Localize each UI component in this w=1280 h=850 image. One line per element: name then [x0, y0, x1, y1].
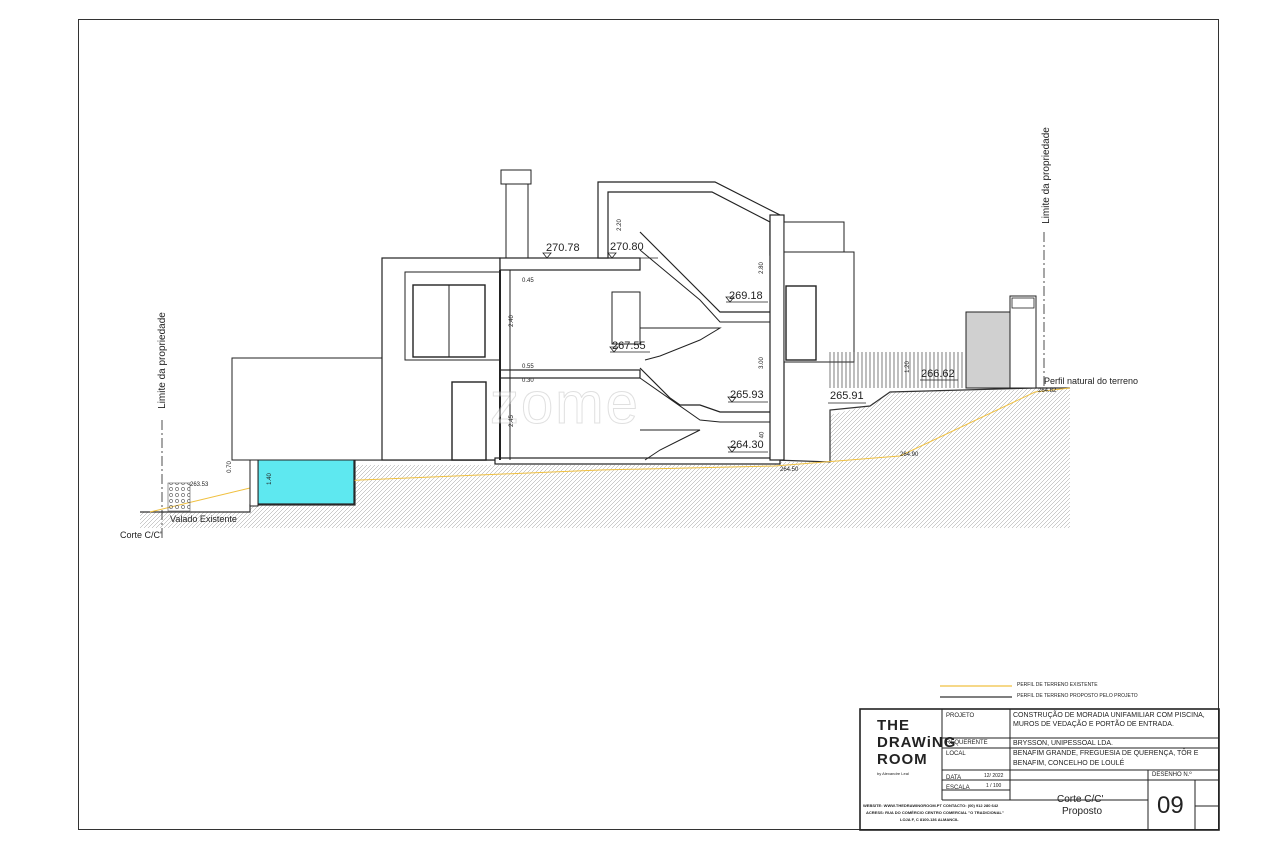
- logo-line1: THE: [877, 717, 910, 734]
- projeto-value-2: MUROS DE VEDAÇÃO E PORTÃO DE ENTRADA.: [1013, 721, 1174, 728]
- legend-existente: PERFIL DE TERRENO EXISTENTE: [1017, 682, 1098, 688]
- corte-label: Corte C/C': [120, 530, 162, 540]
- logo-line3: ROOM: [877, 751, 928, 768]
- contact-line2: ACRESS: RUA DO COMÉRCIO CENTRO COMERCIAL…: [866, 810, 1004, 815]
- level-26490: 264.90: [900, 452, 919, 458]
- dim-030: 0.30: [522, 378, 534, 384]
- property-limit-right-label: Limite da propriedade: [1040, 127, 1052, 224]
- pool-side-wall: [249, 455, 259, 507]
- dim-220: 2.20: [616, 219, 623, 231]
- dim-300: 3.00: [758, 357, 765, 369]
- data-label: DATA: [946, 775, 962, 781]
- stair-flight-middle: [640, 327, 722, 361]
- level-markers: [542, 252, 958, 453]
- level-26482: 264.82: [1038, 388, 1057, 394]
- drawing-frame: [78, 19, 1219, 830]
- local-value-1: BENAFIM GRANDE, FREGUESIA DE QUERENÇA, T…: [1013, 750, 1199, 757]
- escala-value: 1 / 100: [986, 783, 1002, 789]
- level-26450: 264.50: [780, 467, 799, 473]
- chimney: [505, 183, 529, 259]
- local-value-2: BENAFIM, CONCELHO DE LOULÉ: [1013, 760, 1125, 767]
- dim-040: 40: [759, 431, 766, 439]
- level-26918: 269.18: [729, 290, 763, 302]
- projeto-label: PROJETO: [946, 713, 975, 719]
- dim-140: 1.40: [266, 473, 273, 485]
- contact-line3: LOJA F, C 8100-136 ALMANCIL: [900, 817, 959, 822]
- dim-240: 2.40: [508, 315, 515, 327]
- dim-045: 0.45: [522, 278, 534, 284]
- level-27080: 270.80: [610, 241, 644, 253]
- ground-door: [451, 381, 487, 461]
- east-window: [785, 285, 817, 361]
- dim-245: 2.45: [508, 415, 515, 427]
- local-label: LOCAL: [946, 751, 966, 757]
- legend: [940, 685, 1012, 698]
- logo-sub: by Alexandre Leal: [877, 771, 909, 776]
- projeto-value-1: CONSTRUÇÃO DE MORADIA UNIFAMILIAR COM PI…: [1013, 712, 1205, 719]
- dim-120: 1.20: [904, 361, 911, 373]
- level-26353: 263.53: [190, 482, 209, 488]
- watermark: zome: [490, 371, 640, 437]
- logo-line2: DRAWiNG: [877, 734, 957, 751]
- ground-hatch: [140, 388, 1070, 528]
- level-26755: 267.55: [612, 340, 646, 352]
- property-limit-left-label: Limite da propriedade: [156, 312, 168, 409]
- level-26593: 265.93: [730, 389, 764, 401]
- east-terrace: [783, 221, 845, 253]
- perfil-natural-label: Perfil natural do terreno: [1044, 376, 1139, 386]
- level-26662: 266.62: [921, 368, 955, 380]
- gate-wall: [965, 311, 1011, 389]
- dim-280: 2.80: [758, 262, 765, 274]
- level-27078: 270.78: [546, 242, 580, 254]
- gate-pillar: [1009, 295, 1037, 389]
- level-26430: 264.30: [730, 439, 764, 451]
- stair-tower-wall: [769, 214, 785, 461]
- stair-flight-lower: [640, 429, 701, 461]
- title-block-grid: [859, 708, 1220, 831]
- drawing-title-1: Corte C/C': [1057, 794, 1104, 805]
- requerente-value: BRYSSON, UNIPESSOAL LDA.: [1013, 740, 1113, 747]
- contact-line1: WEBSITE: WWW.THEDRAWINGROOM.PT CONTACTO:…: [863, 803, 999, 808]
- requerente-label: REQUERENTE: [946, 740, 988, 746]
- stair-flight-upper: [639, 231, 770, 313]
- escala-label: ESCALA: [946, 785, 970, 791]
- drawing-number: 09: [1157, 792, 1184, 819]
- fence-slats: [829, 352, 963, 388]
- level-26591: 265.91: [830, 390, 864, 402]
- dim-070: 0.70: [226, 461, 233, 473]
- drawing-title-2: Proposto: [1062, 806, 1103, 817]
- desenho-label: DESENHO N.º: [1152, 772, 1192, 778]
- ground-floor-annex: [231, 357, 383, 461]
- legend-proposto: PERFIL DE TERRENO PROPOSTO PELO PROJETO: [1017, 693, 1138, 699]
- ground-slab: [494, 457, 781, 465]
- dim-055: 0.55: [522, 364, 534, 370]
- roof-slab: [499, 257, 641, 271]
- valado-wall: [167, 482, 191, 512]
- data-value: 12/ 2022: [984, 773, 1004, 779]
- chimney-cap: [500, 169, 532, 185]
- valado-label: Valado Existente: [170, 514, 237, 524]
